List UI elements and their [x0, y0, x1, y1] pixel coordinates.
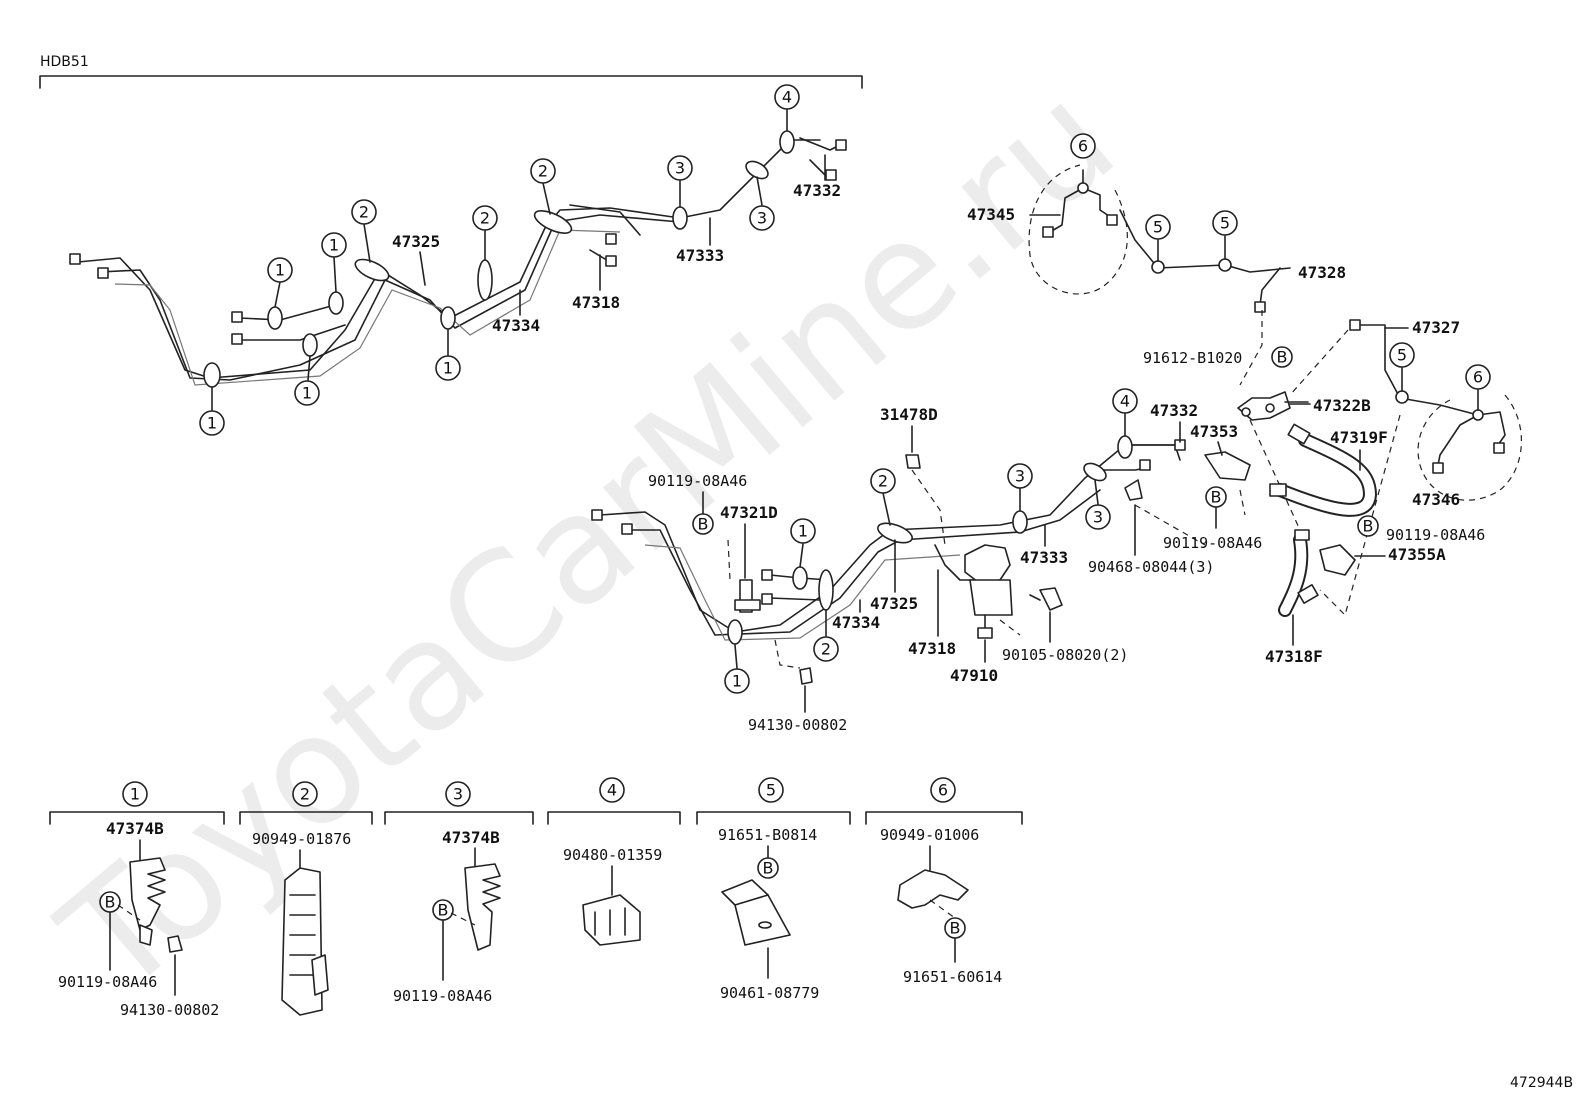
svg-text:90119-08A46: 90119-08A46 — [58, 973, 157, 991]
label-90119-08A46-left: 90119-08A46 — [648, 472, 747, 490]
svg-text:5: 5 — [1397, 346, 1407, 365]
legend-1: 1 47374B B 90119-08A46 94130-00802 — [49, 781, 225, 1019]
svg-text:2: 2 — [480, 209, 490, 228]
rear-left-assembly: 6 5 5 47345 47328 — [967, 133, 1346, 313]
figure-code: 472944B — [1510, 1075, 1573, 1091]
label-47321D: 47321D — [720, 503, 778, 522]
svg-text:B: B — [1211, 488, 1222, 507]
svg-text:4: 4 — [782, 88, 792, 107]
label-47325-lower: 47325 — [870, 594, 918, 613]
svg-text:2: 2 — [878, 472, 888, 491]
label-47333-lower: 47333 — [1020, 548, 1068, 567]
svg-text:3: 3 — [675, 159, 685, 178]
svg-text:4: 4 — [607, 781, 617, 800]
lower-labels: 31478D 90119-08A46 B 47321D 47325 47334 … — [648, 401, 1262, 734]
svg-text:6: 6 — [1078, 137, 1088, 156]
svg-text:5: 5 — [766, 781, 776, 800]
svg-text:47374B: 47374B — [442, 828, 500, 847]
svg-text:B: B — [698, 515, 709, 534]
svg-text:B: B — [1277, 348, 1288, 367]
legend-4: 4 90480-01359 — [547, 777, 681, 946]
label-47910: 47910 — [950, 666, 998, 685]
svg-text:47374B: 47374B — [106, 819, 164, 838]
label-47332-lower: 47332 — [1150, 401, 1198, 420]
label-91612-B1020: 91612-B1020 — [1143, 349, 1242, 367]
rear-right-assembly: 5 6 47327 47346 — [1349, 318, 1523, 509]
lower-components — [727, 451, 1251, 685]
label-90119-08A46-rear: 90119-08A46 — [1386, 526, 1485, 544]
lower-tube-assembly — [591, 435, 1186, 645]
svg-text:94130-00802: 94130-00802 — [120, 1001, 219, 1019]
svg-text:3: 3 — [1093, 508, 1103, 527]
svg-text:B: B — [763, 859, 774, 878]
lower-callouts: 1 1 2 2 3 3 4 — [724, 388, 1138, 694]
svg-text:2: 2 — [300, 785, 310, 804]
svg-text:90949-01876: 90949-01876 — [252, 830, 351, 848]
label-47325: 47325 — [392, 232, 440, 251]
upper-tube-assembly — [69, 130, 847, 388]
model-label: HDB51 — [40, 54, 89, 70]
label-47332: 47332 — [793, 181, 841, 200]
label-31478D: 31478D — [880, 405, 938, 424]
svg-text:91651-B0814: 91651-B0814 — [718, 826, 817, 844]
label-47334: 47334 — [492, 316, 540, 335]
label-94130-00802: 94130-00802 — [748, 716, 847, 734]
svg-text:5: 5 — [1220, 214, 1230, 233]
svg-text:B: B — [1363, 517, 1374, 536]
legend-2: 2 90949-01876 — [239, 781, 373, 1016]
label-47333: 47333 — [676, 246, 724, 265]
label-90468-08044: 90468-08044(3) — [1088, 558, 1214, 576]
svg-text:1: 1 — [732, 672, 742, 691]
label-47328: 47328 — [1298, 263, 1346, 282]
svg-text:6: 6 — [1473, 368, 1483, 387]
watermark: ToyotaCarMine.ru — [31, 52, 1147, 1028]
svg-text:1: 1 — [130, 785, 140, 804]
svg-text:5: 5 — [1153, 218, 1163, 237]
svg-text:90480-01359: 90480-01359 — [563, 846, 662, 864]
svg-text:6: 6 — [938, 781, 948, 800]
label-47319F: 47319F — [1330, 428, 1388, 447]
legend-6: 6 90949-01006 B 91651-60614 — [865, 777, 1023, 986]
svg-text:4: 4 — [1120, 392, 1130, 411]
svg-text:90949-01006: 90949-01006 — [880, 826, 979, 844]
svg-text:90119-08A46: 90119-08A46 — [393, 987, 492, 1005]
svg-text:3: 3 — [453, 785, 463, 804]
label-47322B: 47322B — [1313, 396, 1371, 415]
label-47327: 47327 — [1412, 318, 1460, 337]
label-90119-08A46-mid: 90119-08A46 — [1163, 534, 1262, 552]
label-47355A: 47355A — [1388, 545, 1446, 564]
svg-text:90461-08779: 90461-08779 — [720, 984, 819, 1002]
svg-text:2: 2 — [821, 640, 831, 659]
svg-text:1: 1 — [443, 359, 453, 378]
svg-text:2: 2 — [538, 162, 548, 181]
svg-text:1: 1 — [302, 384, 312, 403]
svg-text:1: 1 — [798, 522, 808, 541]
label-47345: 47345 — [967, 205, 1015, 224]
rear-dash-lines — [1239, 310, 1401, 617]
legend-3: 3 47374B B 90119-08A46 — [384, 781, 534, 1005]
upper-labels: 47325 47334 47318 47333 47332 — [392, 154, 841, 335]
rear-hoses: 91612-B1020 B 47322B 47319F B 90119-08A4… — [1143, 346, 1485, 666]
svg-text:1: 1 — [329, 236, 339, 255]
svg-text:B: B — [438, 901, 449, 920]
label-47346: 47346 — [1412, 490, 1460, 509]
svg-text:2: 2 — [359, 203, 369, 222]
model-bracket — [39, 75, 863, 89]
label-90105-08020: 90105-08020(2) — [1002, 646, 1128, 664]
svg-text:B: B — [105, 893, 116, 912]
label-47334-lower: 47334 — [832, 613, 880, 632]
upper-callouts: 1 1 1 1 2 1 2 2 3 3 4 — [199, 84, 800, 436]
label-47353: 47353 — [1190, 422, 1238, 441]
label-47318: 47318 — [572, 293, 620, 312]
svg-text:1: 1 — [207, 414, 217, 433]
legend-5: 5 91651-B0814 B 90461-08779 — [696, 777, 851, 1002]
svg-text:3: 3 — [757, 209, 767, 228]
svg-text:91651-60614: 91651-60614 — [903, 968, 1002, 986]
svg-text:3: 3 — [1015, 467, 1025, 486]
label-47318-lower: 47318 — [908, 639, 956, 658]
label-47318F: 47318F — [1265, 647, 1323, 666]
svg-text:1: 1 — [275, 261, 285, 280]
svg-text:B: B — [950, 919, 961, 938]
